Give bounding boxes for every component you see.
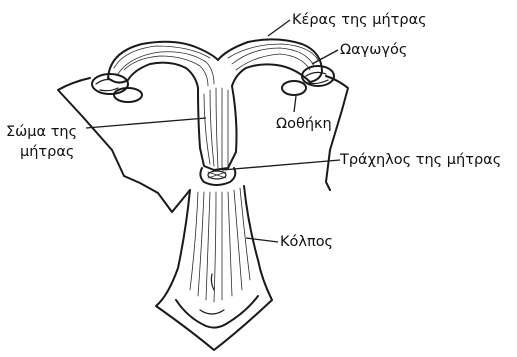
body-leader: [86, 118, 206, 128]
broad-ligament-outline: [58, 76, 348, 212]
vaginal-opening: [176, 274, 258, 328]
horn-fibres: [114, 44, 318, 86]
label-horn: Κέρας της μήτρας: [292, 12, 427, 28]
ovary-leader: [294, 96, 296, 112]
cervix-leader: [222, 160, 340, 170]
left-ovary: [92, 74, 142, 102]
label-ovary: Ωοθήκη: [276, 116, 332, 132]
label-body-line1: Σώμα της: [6, 124, 77, 140]
vagina-fibres: [190, 188, 250, 302]
label-vagina: Κόλπος: [280, 234, 333, 250]
uterine-horn-outline: [108, 39, 322, 86]
label-fallopian-tube: Ωαγωγός: [340, 42, 407, 58]
cervix: [200, 168, 235, 185]
label-body-line2: μήτρας: [20, 144, 74, 160]
label-cervix: Τράχηλος της μήτρας: [339, 152, 501, 168]
uterine-body-fibres: [204, 88, 228, 168]
vagina-leader: [246, 238, 278, 242]
horn-leader: [268, 20, 290, 36]
